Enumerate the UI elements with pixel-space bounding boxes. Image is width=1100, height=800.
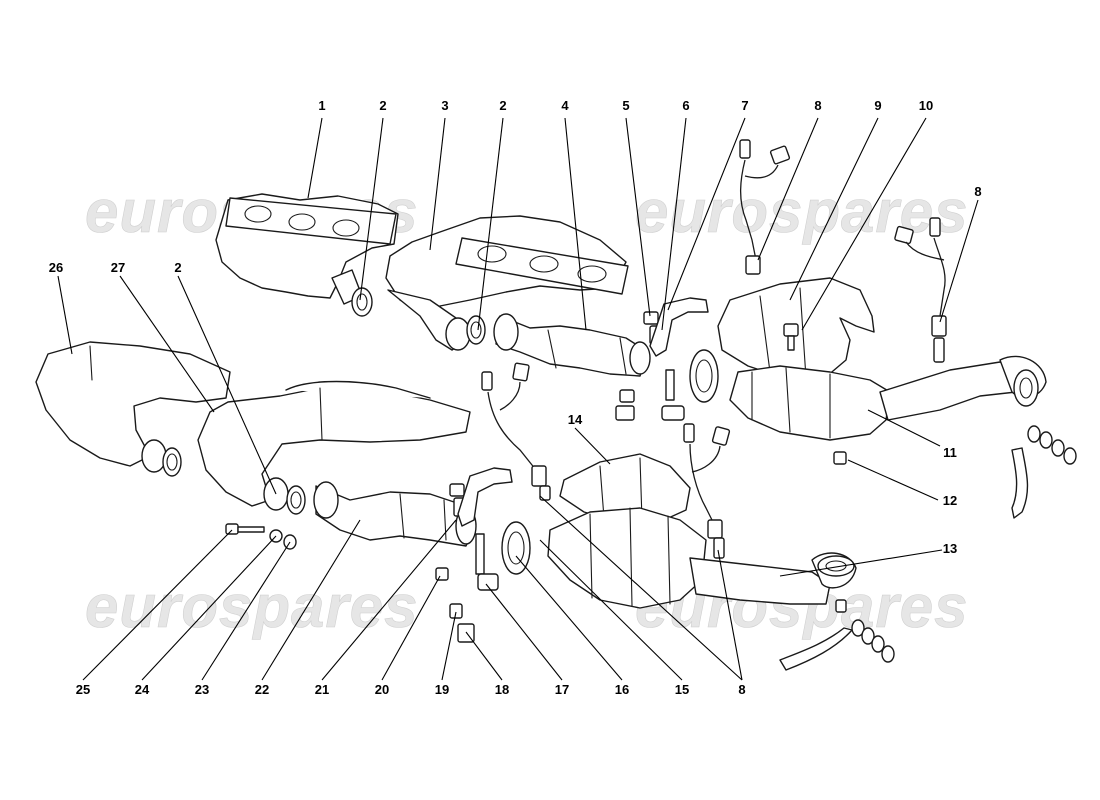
part-mounting-strap-lower [779,599,895,671]
callout-2: 2 [499,98,506,113]
part-lambda-sensor-lower-a [481,362,551,501]
callout-2: 2 [174,260,181,275]
part-lambda-sensor-lower-b [683,423,731,559]
watermarks: eurospares eurospares eurospares eurospa… [85,178,969,641]
part-lambda-sensor-upper-b [894,217,947,363]
callout-26: 26 [49,260,63,275]
callout-23: 23 [195,682,209,697]
callout-14: 14 [568,412,583,427]
callout-8: 8 [814,98,821,113]
watermark-bottom-left: eurospares [85,573,419,640]
callout-19: 19 [435,682,449,697]
callout-18: 18 [495,682,509,697]
callout-27: 27 [111,260,125,275]
part-exhaust-manifold-upper-left [215,193,399,317]
part-catalytic-converter-lower [547,507,857,609]
callout-12: 12 [943,493,957,508]
callout-17: 17 [555,682,569,697]
callout-1: 1 [318,98,325,113]
callout-3: 3 [441,98,448,113]
part-screw-10 [783,323,799,351]
part-exhaust-manifold-lower-left [35,341,231,477]
callout-6: 6 [682,98,689,113]
part-bolt-washers-lower-left [225,523,297,550]
callout-21: 21 [315,682,329,697]
watermark-top-right: eurospares [635,178,969,245]
part-nut-12 [833,451,847,465]
callout-9: 9 [874,98,881,113]
callout-4: 4 [561,98,569,113]
callout-25: 25 [76,682,90,697]
part-lambda-sensor-upper-a [739,139,791,275]
callout-5: 5 [622,98,629,113]
callout-15: 15 [675,682,689,697]
callout-24: 24 [135,682,150,697]
callout-10: 10 [919,98,933,113]
part-connecting-pipe-upper [493,313,651,377]
callout-2: 2 [379,98,386,113]
callout-22: 22 [255,682,269,697]
leader-lines [57,117,979,681]
part-catalytic-converter-upper [729,355,1047,441]
callout-8: 8 [738,682,745,697]
callout-numbers: 1 2 3 2 4 5 6 7 8 9 10 8 26 27 2 14 11 1… [49,98,982,697]
callout-20: 20 [375,682,389,697]
callout-13: 13 [943,541,957,556]
callout-8: 8 [974,184,981,199]
part-heat-shield-lower [559,453,691,523]
part-mounting-strap-upper [1011,425,1077,519]
callout-11: 11 [943,445,957,460]
callout-16: 16 [615,682,629,697]
callout-7: 7 [741,98,748,113]
part-clamp-hardware-lower [435,467,531,643]
part-exhaust-manifold-upper-middle [385,215,629,351]
